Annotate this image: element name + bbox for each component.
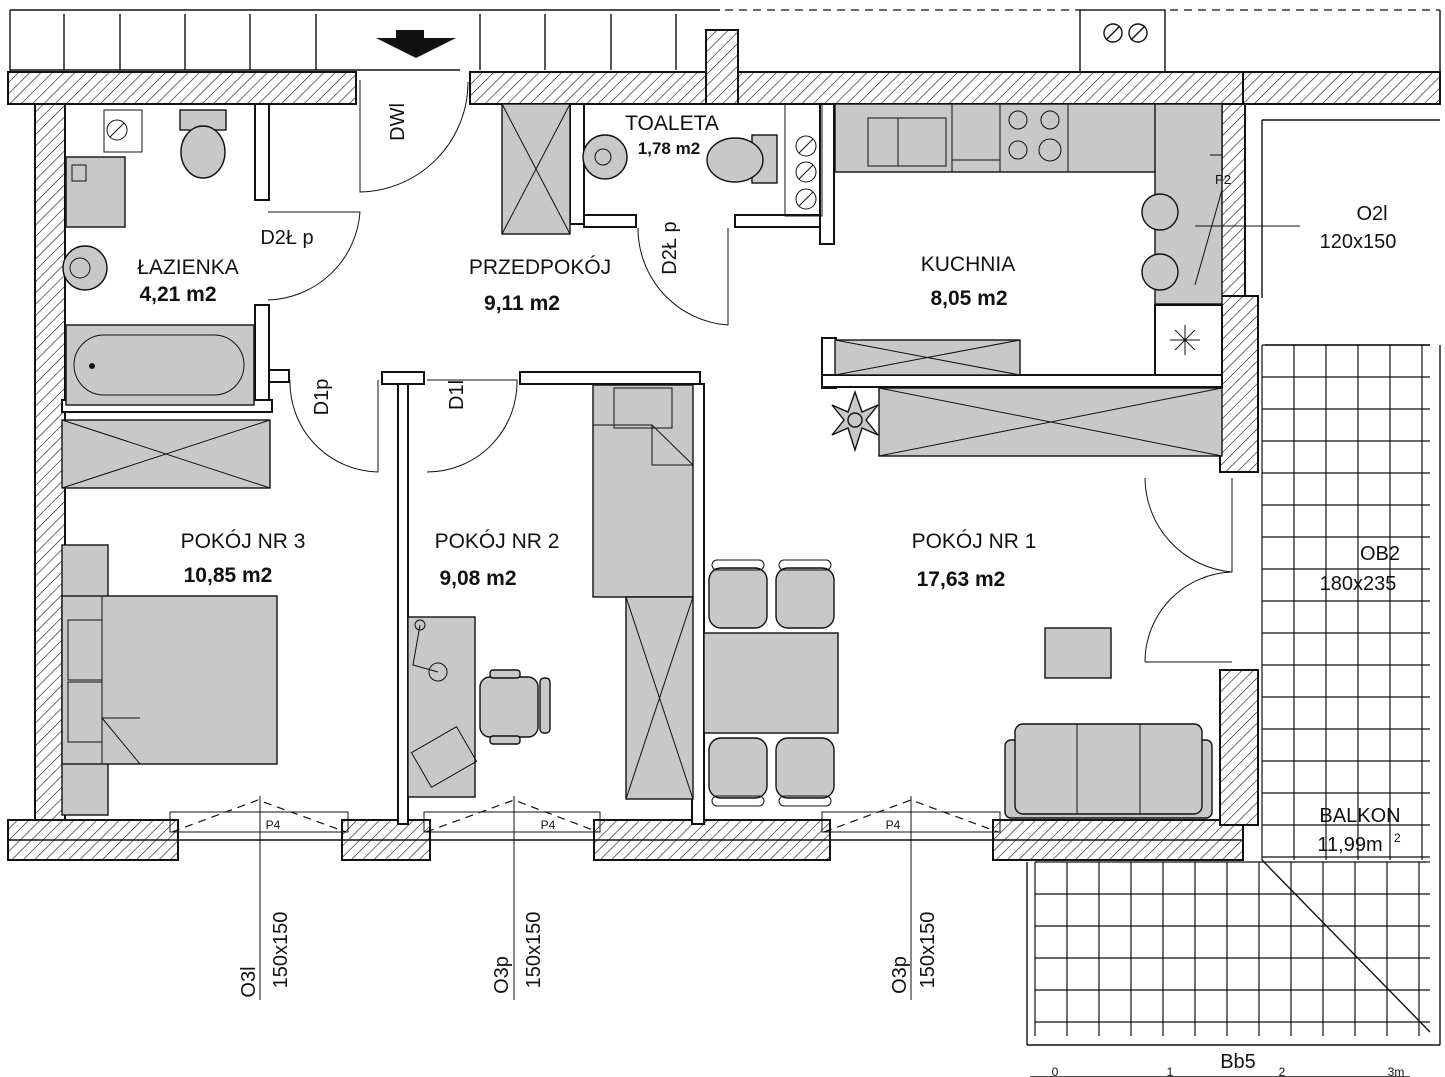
window-p4-room2: P4 — [541, 818, 556, 832]
door-label-d2lp-bathroom: D2Ł p — [260, 227, 313, 249]
outer-walls — [7, 29, 1441, 861]
room-area-pokoj3: 10,85 m2 — [184, 564, 273, 587]
entrance-arrow-icon — [376, 30, 456, 58]
room-area-przedpokoj: 9,11 m2 — [484, 292, 560, 315]
desk — [407, 616, 476, 798]
scale-mark-3m: 3m — [1388, 1065, 1405, 1077]
interior-walls — [61, 103, 1223, 825]
scale-mark-1: 1 — [1167, 1065, 1174, 1077]
room-name-lazienka: ŁAZIENKA — [137, 256, 239, 279]
stove — [999, 103, 1069, 173]
window-p4-room3: P4 — [266, 818, 281, 832]
washing-machine — [65, 156, 126, 228]
room-name-pokoj2: POKÓJ NR 2 — [435, 530, 560, 553]
scale-mark-2: 2 — [1279, 1065, 1286, 1077]
room-name-balkon: BALKON — [1319, 805, 1400, 827]
office-furniture — [407, 384, 695, 800]
doors — [267, 80, 1233, 663]
bathroom-sink — [62, 245, 108, 291]
bottom-windows — [169, 796, 1001, 1000]
window-size-ob2: 180x235 — [1320, 573, 1397, 595]
window-size-o3p-room2: 150x150 — [523, 912, 545, 989]
window-size-o2l: 120x150 — [1320, 231, 1397, 253]
balcony-code: Bb5 — [1220, 1051, 1256, 1073]
toilet-sink — [582, 134, 628, 180]
balcony — [1026, 119, 1441, 1046]
office-chair — [479, 669, 551, 745]
door-label-dwl: DWl — [387, 103, 409, 141]
stair-steps — [63, 14, 677, 70]
dining-table — [703, 632, 839, 734]
room-area-pokoj2: 9,08 m2 — [439, 567, 516, 590]
room-name-przedpokoj: PRZEDPOKÓJ — [469, 256, 611, 279]
door-label-d2lp-toilet: D2Ł p — [659, 221, 681, 274]
room-area-balkon-unit: 2 — [1394, 831, 1401, 845]
toilet-bowl — [706, 134, 778, 184]
kitchen-fixtures — [831, 103, 1300, 457]
room-name-toaleta: TOALETA — [625, 112, 719, 135]
window-code-ob2: OB2 — [1360, 543, 1400, 565]
window-size-o3p-room1: 150x150 — [917, 912, 939, 989]
window-code-o3p-room1: O3p — [889, 956, 911, 994]
bedroom-furniture — [61, 544, 278, 816]
fridge — [1170, 325, 1200, 355]
bathroom-toilet — [179, 109, 227, 179]
living-furniture — [703, 559, 1213, 819]
window-code-o3p-room2: O3p — [491, 956, 513, 994]
plant-icon — [831, 389, 879, 453]
room-area-pokoj1: 17,63 m2 — [917, 568, 1006, 591]
toilet-fixtures — [582, 103, 823, 217]
room-area-kuchnia: 8,05 m2 — [930, 287, 1007, 310]
room-area-balkon: 11,99m — [1317, 834, 1382, 856]
sofa — [1004, 723, 1213, 819]
room-name-pokoj1: POKÓJ NR 1 — [912, 530, 1037, 553]
room-area-lazienka: 4,21 m2 — [139, 283, 216, 306]
room-name-pokoj3: POKÓJ NR 3 — [181, 530, 306, 553]
top-corridor — [9, 9, 1441, 76]
door-label-d1p: D1p — [311, 379, 333, 416]
window-size-o3l: 150x150 — [270, 912, 292, 989]
room-area-toaleta: 1,78 m2 — [638, 139, 700, 158]
ventilation-shaft — [1079, 9, 1166, 76]
bathtub — [65, 324, 255, 406]
coffee-table — [1044, 627, 1112, 679]
scale-mark-0: 0 — [1052, 1065, 1059, 1077]
window-p4-room1: P4 — [886, 818, 901, 832]
door-label-p2: P2 — [1215, 172, 1231, 187]
bed — [61, 595, 278, 765]
door-label-d1l: D1l — [446, 380, 468, 410]
room-name-kuchnia: KUCHNIA — [921, 253, 1016, 276]
window-code-o3l: O3l — [238, 966, 260, 997]
bathroom-fixtures — [61, 109, 271, 489]
window-code-o2l: O2l — [1356, 203, 1387, 225]
hallway-wardrobe — [501, 103, 571, 235]
